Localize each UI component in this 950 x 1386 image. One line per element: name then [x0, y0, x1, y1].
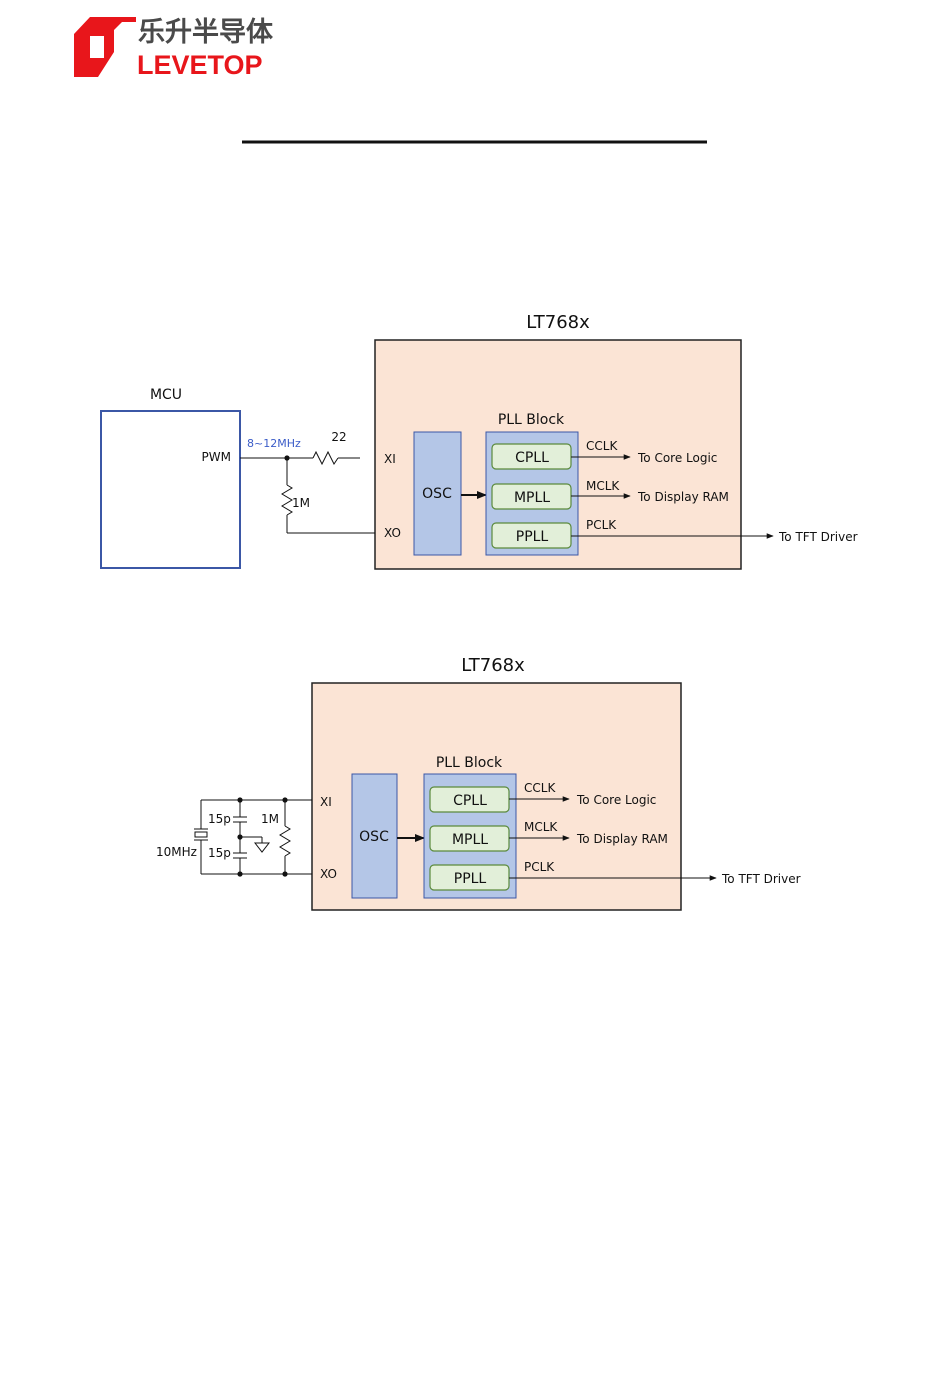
clock-wiring [240, 452, 375, 533]
pin-xi-label: XI [320, 795, 332, 809]
cap-top-label: 15p [208, 812, 231, 826]
logo-english-text: LEVETOP [137, 50, 263, 80]
ppll-label: PPLL [516, 529, 549, 545]
mpll-label: MPLL [452, 832, 488, 848]
cpll-label: CPLL [453, 793, 487, 809]
pin-xo-label: XO [384, 526, 401, 540]
pwm-label: PWM [202, 450, 231, 464]
resistor-label: 1M [261, 812, 279, 826]
crystal-circuit [194, 797, 312, 876]
diagram-crystal-clock: LT768x [156, 655, 801, 910]
dest-display-ram: To Display RAM [576, 832, 668, 846]
dest-tft-driver: To TFT Driver [721, 872, 801, 886]
cclk-label: CCLK [524, 781, 556, 795]
mcu-box [101, 411, 240, 568]
pclk-label: PCLK [524, 860, 555, 874]
chip-title: LT768x [526, 312, 590, 333]
frequency-label: 8~12MHz [247, 437, 301, 450]
pll-block-label: PLL Block [498, 412, 565, 428]
levetop-logo: 乐升半导体 LEVETOP [74, 17, 274, 80]
pin-xo-label: XO [320, 867, 337, 881]
cap-bottom-label: 15p [208, 846, 231, 860]
cclk-label: CCLK [586, 439, 618, 453]
chip-title: LT768x [461, 655, 525, 676]
pull-resistor-label: 1M [292, 496, 310, 510]
dest-core-logic: To Core Logic [637, 451, 717, 465]
dest-tft-driver: To TFT Driver [778, 530, 858, 544]
pin-xi-label: XI [384, 452, 396, 466]
logo-mark-icon [74, 17, 136, 77]
mpll-label: MPLL [514, 490, 550, 506]
ppll-label: PPLL [454, 871, 487, 887]
diagram-mcu-clock: LT768x MCU PWM 8~12MHz 22 1M XI XO OSC P… [101, 312, 858, 569]
osc-label: OSC [359, 829, 389, 845]
mcu-label: MCU [150, 387, 182, 403]
series-resistor-label: 22 [331, 430, 346, 444]
mclk-label: MCLK [586, 479, 620, 493]
mclk-label: MCLK [524, 820, 558, 834]
pclk-label: PCLK [586, 518, 617, 532]
osc-label: OSC [422, 486, 452, 502]
crystal-frequency-label: 10MHz [156, 845, 197, 859]
dest-display-ram: To Display RAM [637, 490, 729, 504]
cpll-label: CPLL [515, 450, 549, 466]
pll-block-label: PLL Block [436, 755, 503, 771]
dest-core-logic: To Core Logic [576, 793, 656, 807]
logo-chinese-text: 乐升半导体 [138, 17, 274, 48]
